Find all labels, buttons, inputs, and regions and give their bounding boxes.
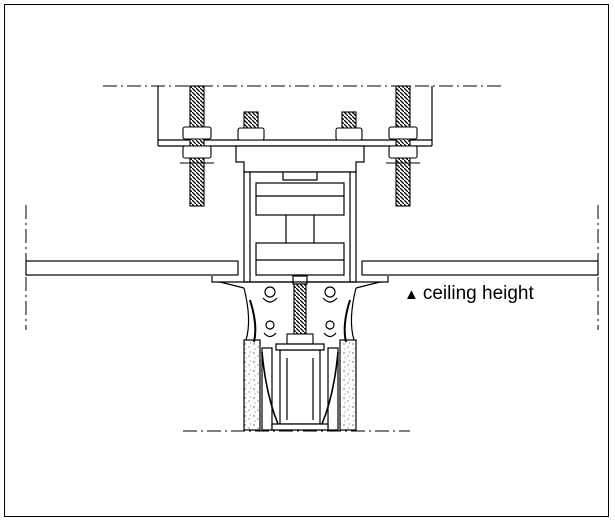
track-profile xyxy=(235,145,365,285)
insulation-left xyxy=(243,339,261,431)
clips xyxy=(262,286,338,338)
triangle-marker-icon: ▲ xyxy=(404,286,419,303)
centerlines xyxy=(25,85,599,432)
ceiling-height-annotation: ▲ceiling height xyxy=(404,283,534,306)
trolley-block-lower xyxy=(255,242,345,276)
ceiling-height-text: ceiling height xyxy=(422,283,534,304)
ceiling-boards xyxy=(25,260,599,289)
ceiling-board-right xyxy=(361,260,599,276)
wall-panel xyxy=(243,287,357,431)
drawing-frame xyxy=(4,4,609,517)
insulation-right xyxy=(339,339,357,431)
hanger-rod xyxy=(286,283,314,345)
trolley-block-upper xyxy=(255,182,345,216)
ceiling-board-left xyxy=(25,260,239,276)
panel-core xyxy=(279,349,321,425)
